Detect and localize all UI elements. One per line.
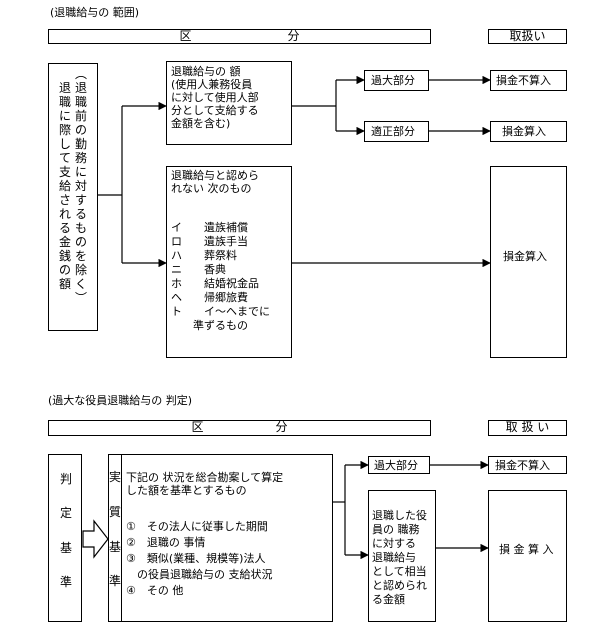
box-b-item: 準ずるもの (171, 319, 248, 332)
criteria-item: ③ 類似(業種、規模等)法人 (126, 552, 266, 565)
hantei-char: 判 (59, 472, 72, 486)
section1-left-label-col2: 退職に際して支給される金銭の額 (58, 81, 71, 291)
box-b-item: ホ 結婚祝金品 (171, 277, 259, 290)
section1-header-kubun: 区 分 (48, 29, 431, 44)
deduct-no-label-2: 損金不算入 (495, 459, 550, 472)
deduct-yes-box-3: 損 金 算 入 (488, 490, 567, 622)
proper-box: 適正部分 (364, 121, 429, 142)
deduct-no-label: 損金不算入 (496, 74, 551, 87)
box-b-item: ト イ～ヘまでに (171, 305, 270, 318)
section1-header-toriatsukai: 取扱い (488, 29, 567, 44)
hollow-arrow (82, 519, 109, 559)
jisshitsu-kijun-box: 実 質 基 準 (108, 454, 122, 622)
criteria-item: ② 退職の 事情 (126, 536, 206, 549)
deduct-yes-label-2: 損金算入 (503, 250, 547, 263)
hantei-char: 準 (59, 575, 72, 589)
criteria-item: ④ その 他 (126, 584, 184, 597)
section2-header-toriatsukai: 取 扱 い (488, 420, 567, 436)
hantei-char: 基 (59, 541, 72, 555)
deduct-yes-box-2: 損金算入 (490, 166, 567, 358)
box-b-item: ニ 香典 (171, 263, 226, 276)
jisshitsu-char: 準 (109, 574, 122, 588)
excess-label: 過大部分 (371, 74, 415, 87)
deduct-no-box: 損金不算入 (490, 70, 567, 91)
excess-label-2: 過大部分 (374, 459, 418, 472)
section2-header-kubun: 区 分 (48, 420, 431, 436)
section1-caption: (退職給与の 範囲) (50, 6, 140, 19)
jisshitsu-char: 質 (109, 505, 122, 519)
section1-left-label-box: ︵退職前の勤務に対するものを除く︶ 退職に際して支給される金銭の額 (48, 63, 98, 331)
proper-label: 適正部分 (371, 125, 415, 138)
criteria-item: ① その法人に従事した期間 (126, 520, 268, 533)
box-a-text: 退職給与の 額 (使用人兼務役員 に対して使用人部 分として支給する 金額を含む… (171, 65, 259, 130)
jisshitsu-char: 基 (109, 540, 122, 554)
hantei-char: 定 (59, 506, 72, 520)
box-b-item: イ 遺族補償 (171, 221, 248, 234)
proper-amount-box: 退職した役 員の 職務 に対する 退職給与 として相当 と認められ る金額 (368, 490, 436, 622)
criteria-item: の役員退職給与の 支給状況 (126, 568, 273, 581)
deduct-yes-label-3: 損 金 算 入 (499, 543, 554, 556)
excess-box-2: 過大部分 (368, 456, 430, 474)
box-b-head: 退職給与と認めら れない 次のもの (171, 169, 259, 195)
section1-left-label-col1: ︵退職前の勤務に対するものを除く︶ (74, 67, 87, 305)
box-b-item: ヘ 帰郷旅費 (171, 291, 248, 304)
deduct-yes-box: 損金算入 (490, 121, 567, 142)
section2-caption: (過大な役員退職給与の 判定) (48, 394, 193, 407)
criteria-head: 下記の 状況を総合勘案して算定 した額を基準とするもの (126, 471, 284, 497)
deduct-yes-label: 損金算入 (502, 125, 546, 138)
box-b-item: ロ 遺族手当 (171, 235, 248, 248)
box-a: 退職給与の 額 (使用人兼務役員 に対して使用人部 分として支給する 金額を含む… (166, 61, 292, 145)
jisshitsu-char: 実 (109, 470, 122, 484)
deduct-no-box-2: 損金不算入 (488, 456, 567, 474)
criteria-box: 下記の 状況を総合勘案して算定 した額を基準とするもの ① その法人に従事した期… (121, 454, 333, 622)
proper-amount-text: 退職した役 員の 職務 に対する 退職給与 として相当 と認められ る金額 (372, 509, 427, 606)
hantei-kijun-box: 判 定 基 準 (48, 454, 82, 622)
excess-box: 過大部分 (364, 70, 429, 91)
box-b: 退職給与と認めら れない 次のもの イ 遺族補償 ロ 遺族手当 ハ 葬祭料 ニ … (166, 166, 292, 358)
box-b-item: ハ 葬祭料 (171, 249, 237, 262)
